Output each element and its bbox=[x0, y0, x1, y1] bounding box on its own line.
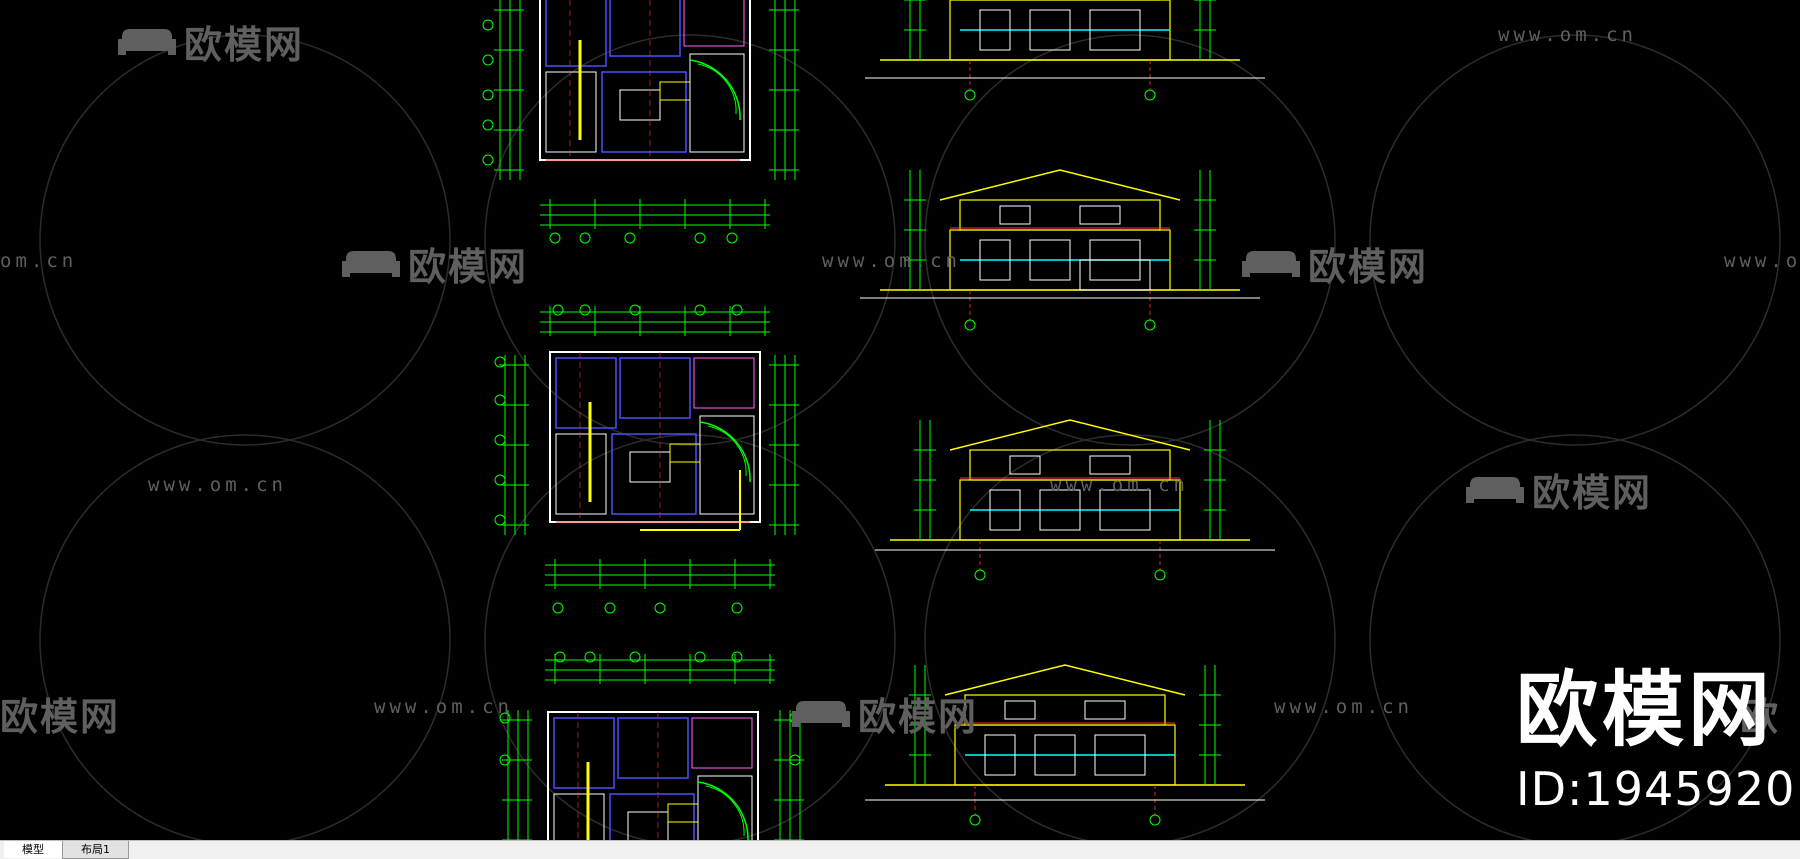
brand-name: 欧模网 bbox=[1516, 663, 1775, 758]
brand-id: ID:1945920 bbox=[1516, 762, 1796, 816]
cad-model-space[interactable] bbox=[0, 0, 1800, 840]
tab-model[interactable]: 模型 bbox=[4, 841, 62, 858]
elevation-3 bbox=[875, 419, 1275, 581]
floor-plan-1 bbox=[482, 0, 800, 244]
floor-plan-2 bbox=[494, 304, 800, 614]
layout-tab-bar: 模型 布局1 bbox=[0, 840, 1800, 859]
floor-plan-3 bbox=[499, 651, 805, 840]
elevation-2 bbox=[860, 169, 1260, 331]
tab-layout1[interactable]: 布局1 bbox=[62, 841, 129, 859]
brand-overlay: 欧模网 ID:1945920 bbox=[1516, 663, 1796, 817]
elevation-1 bbox=[865, 0, 1265, 101]
elevation-4 bbox=[865, 664, 1265, 826]
